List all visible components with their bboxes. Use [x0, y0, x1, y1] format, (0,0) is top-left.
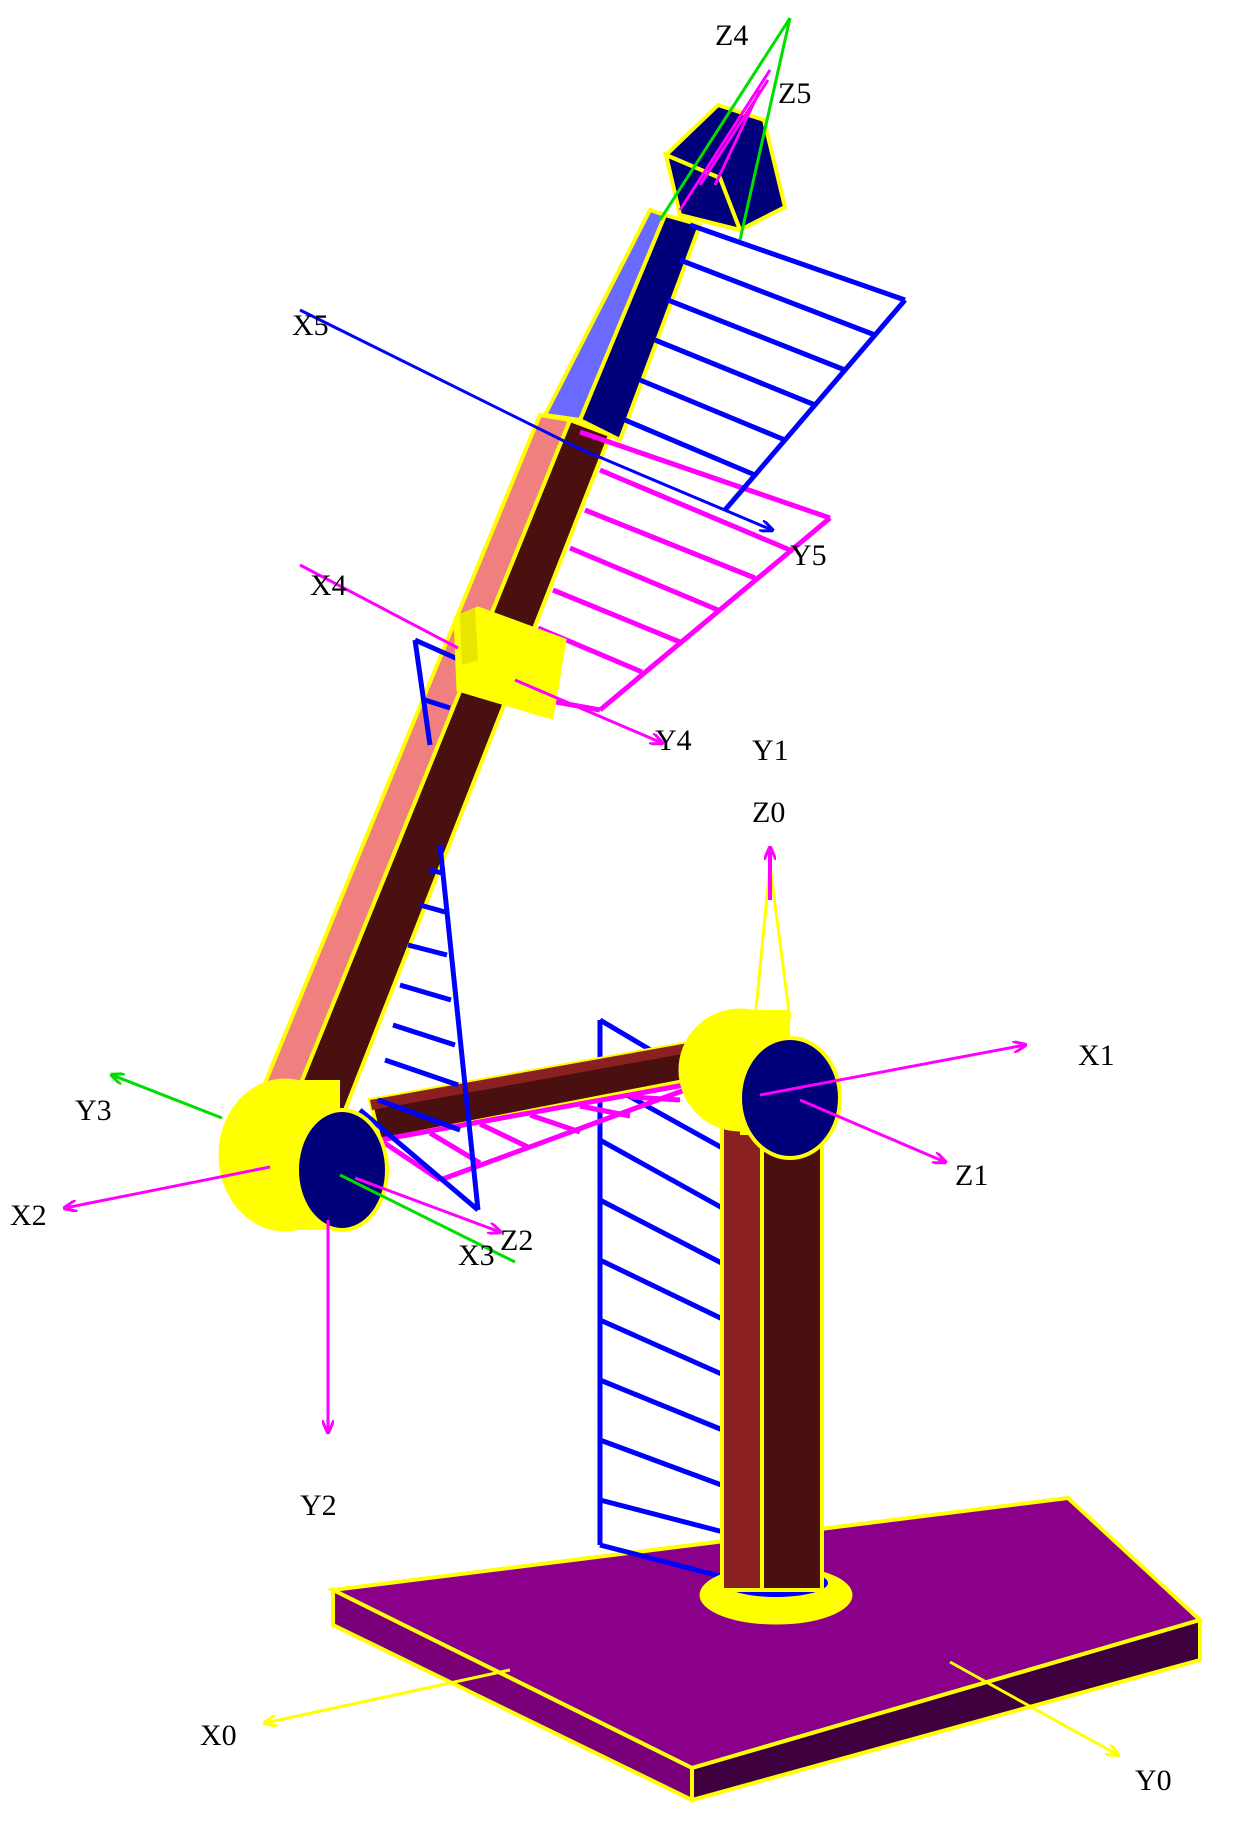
label-y1: Y1 [752, 734, 789, 767]
frame4-axes [299, 563, 662, 743]
frame5-axes [299, 308, 772, 530]
frame3-axes [112, 1075, 516, 1264]
label-x2: X2 [10, 1199, 47, 1232]
label-z4: Z4 [715, 19, 748, 52]
label-y5: Y5 [790, 539, 827, 572]
base-frame-axes [265, 1660, 1118, 1755]
label-x3: X3 [458, 1239, 495, 1272]
forearm-load-hatch [624, 222, 907, 512]
upper-arm [255, 412, 613, 1113]
base-plate [326, 1495, 1204, 1804]
horizontal-link-load-hatch [378, 1077, 713, 1183]
elbow-joint [218, 1078, 389, 1232]
forearm [541, 207, 703, 443]
label-y3: Y3 [75, 1094, 112, 1127]
base-column [699, 1108, 853, 1625]
frame2-axes [65, 1165, 500, 1432]
upper-arm-load-hatch-blue [358, 844, 481, 1212]
label-x4: X4 [310, 569, 347, 602]
label-z5: Z5 [778, 77, 811, 110]
label-z0: Z0 [752, 796, 785, 829]
label-z2: Z2 [500, 1224, 533, 1257]
label-x0: X0 [200, 1719, 237, 1752]
label-x5: X5 [292, 309, 329, 342]
z4-z5-axes [658, 17, 792, 241]
z0-axis [753, 848, 792, 1021]
axis-labels: Z4 Z5 X5 Y5 X4 Y4 Y1 Z0 X1 Z1 Y3 X2 X3 Z… [10, 19, 1172, 1797]
frame1-axes [759, 1045, 1025, 1162]
end-effector [662, 102, 788, 233]
label-z1: Z1 [955, 1159, 988, 1192]
label-y2: Y2 [300, 1489, 337, 1522]
label-x1: X1 [1078, 1039, 1115, 1072]
label-y4: Y4 [655, 724, 692, 757]
shoulder-joint [678, 1008, 842, 1160]
joint4-load-hatch [412, 637, 462, 746]
label-y0: Y0 [1135, 1764, 1172, 1797]
